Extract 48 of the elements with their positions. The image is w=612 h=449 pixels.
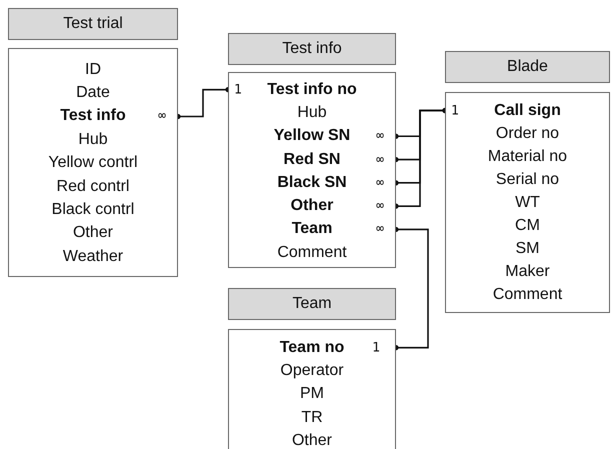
cardinality-mark: ∞	[376, 152, 384, 168]
cardinality-mark: 1	[451, 103, 459, 118]
cardinality-mark: ∞	[376, 128, 384, 144]
key-field-name: Other	[290, 197, 334, 216]
table-body	[445, 92, 610, 313]
key-field-name: Test info	[60, 107, 126, 126]
key-field-name: Test info no	[267, 80, 357, 99]
field-name: SM	[516, 240, 540, 258]
key-field-name: Call sign	[494, 102, 561, 120]
field-name: WT	[515, 194, 540, 212]
key-field-name: Team no	[280, 338, 344, 357]
key-field-name: Team	[292, 220, 332, 238]
table-body	[8, 48, 178, 277]
field-name: TR	[301, 408, 323, 427]
field-name: Maker	[505, 262, 550, 280]
cardinality-mark: ∞	[158, 108, 166, 124]
table-body	[228, 72, 396, 268]
field-name: Black contrl	[52, 201, 134, 220]
key-field-name: Black SN	[277, 174, 347, 192]
field-name: Other	[72, 224, 113, 242]
field-name: Comment	[492, 286, 562, 304]
field-name: ID	[85, 60, 101, 79]
field-name: Operator	[280, 362, 344, 380]
table-header: Blade	[445, 51, 610, 83]
field-name: Hub	[78, 130, 108, 149]
key-field-name: Yellow SN	[274, 127, 350, 146]
field-name: Weather	[62, 248, 124, 266]
field-name: CM	[515, 216, 540, 234]
field-name: Red contrl	[56, 178, 130, 196]
field-name: Hub	[297, 104, 327, 122]
key-field-name: Red SN	[284, 150, 340, 169]
field-name: Serial no	[496, 170, 560, 188]
field-name: Other	[292, 432, 332, 449]
cardinality-mark: ∞	[376, 222, 384, 237]
field-name: PM	[300, 385, 324, 404]
field-name: Order no	[496, 124, 560, 142]
table-header: Test info	[228, 33, 396, 65]
table-header: Test trial	[8, 8, 178, 40]
field-name: Date	[76, 84, 110, 102]
cardinality-mark: ∞	[376, 198, 384, 214]
field-name: Yellow contrl	[48, 154, 138, 172]
cardinality-mark: 1	[234, 82, 242, 98]
cardinality-mark: 1	[372, 340, 380, 356]
field-name: Comment	[277, 244, 347, 262]
field-name: Material no	[488, 148, 568, 166]
cardinality-mark: ∞	[376, 175, 384, 190]
table-body	[228, 329, 396, 449]
table-header: Team	[228, 288, 396, 320]
